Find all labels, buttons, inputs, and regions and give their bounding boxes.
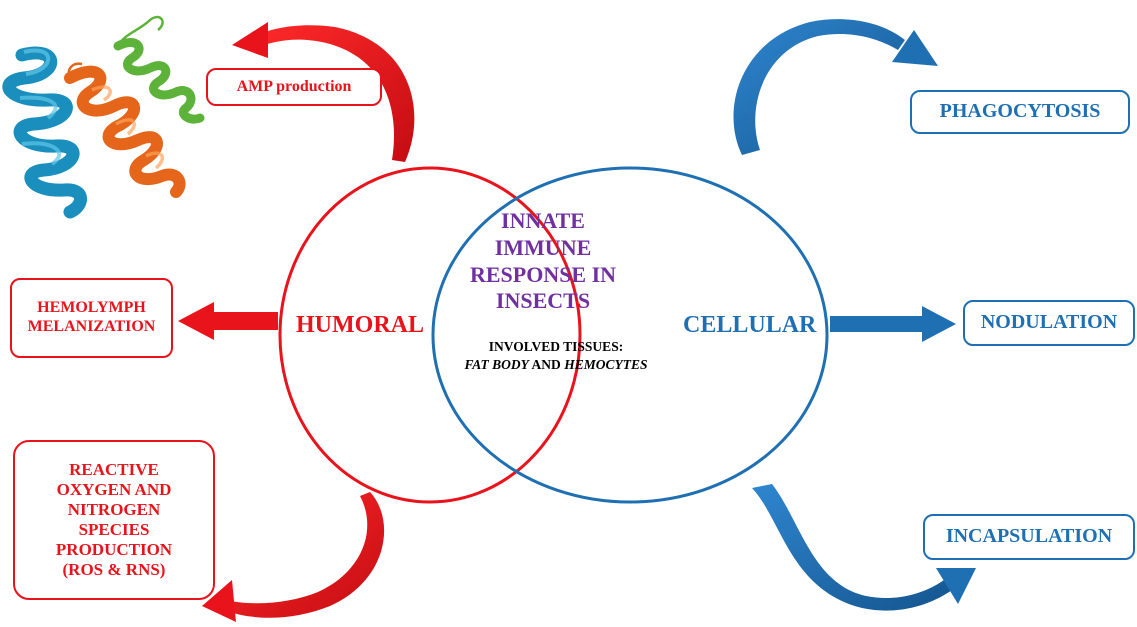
- incapsulation-label: INCAPSULATION: [945, 525, 1113, 548]
- phagocytosis-box: PHAGOCYTOSIS: [910, 90, 1130, 134]
- ros-line-3: NITROGEN: [67, 499, 161, 519]
- phagocytosis-label: PHAGOCYTOSIS: [939, 100, 1101, 123]
- ros-line-1: REACTIVE: [69, 459, 159, 479]
- straight-arrow-icon-hemolymph: [178, 302, 278, 340]
- ros-line-5: PRODUCTION: [55, 540, 173, 560]
- involved-tissues-label: INVOLVED TISSUES:: [488, 339, 624, 354]
- amp-protein-structure-icon: [2, 15, 205, 219]
- and-text: AND: [528, 356, 565, 372]
- center-title-line-1: INNATE: [501, 208, 585, 233]
- amp-production-label: AMP production: [236, 77, 352, 95]
- curved-arrow-icon-incapsulation: [752, 484, 976, 611]
- curved-arrow-icon-amp: [232, 22, 415, 163]
- curved-arrow-icon-phagocytosis: [733, 19, 938, 155]
- hemolymph-line-2: MELANIZATION: [27, 318, 156, 335]
- curved-arrow-icon-ros: [202, 492, 385, 622]
- ros-line-6: (ROS & RNS): [62, 560, 166, 580]
- nodulation-label: NODULATION: [980, 311, 1118, 334]
- hemolymph-line-1: HEMOLYMPH: [37, 299, 146, 317]
- nodulation-box: NODULATION: [963, 300, 1135, 346]
- ros-rns-box: REACTIVE OXYGEN AND NITROGEN SPECIES PRO…: [13, 440, 215, 600]
- hemocytes-text: HEMOCYTES: [564, 356, 648, 372]
- amp-production-box: AMP production: [206, 68, 382, 106]
- straight-arrow-icon-nodulation: [830, 306, 956, 342]
- hemolymph-melanization-box: HEMOLYMPH MELANIZATION: [10, 278, 173, 358]
- involved-tissues-value: FAT BODY AND HEMOCYTES: [436, 356, 676, 374]
- ros-line-2: OXYGEN AND: [56, 479, 172, 499]
- cellular-circle: [431, 166, 829, 504]
- cellular-label: CELLULAR: [683, 312, 817, 338]
- center-title-line-3: RESPONSE IN: [469, 261, 617, 287]
- humoral-circle: [278, 166, 582, 504]
- center-title: INNATE IMMUNE RESPONSE IN INSECTS: [468, 208, 618, 315]
- ros-line-4: SPECIES: [78, 520, 150, 539]
- involved-tissues: INVOLVED TISSUES: FAT BODY AND HEMOCYTES: [436, 338, 676, 373]
- incapsulation-box: INCAPSULATION: [923, 514, 1135, 560]
- center-title-line-4: INSECTS: [495, 288, 591, 314]
- center-title-line-2: IMMUNE: [494, 234, 592, 260]
- fat-body-text: FAT BODY: [464, 356, 529, 372]
- humoral-label: HUMORAL: [296, 312, 424, 338]
